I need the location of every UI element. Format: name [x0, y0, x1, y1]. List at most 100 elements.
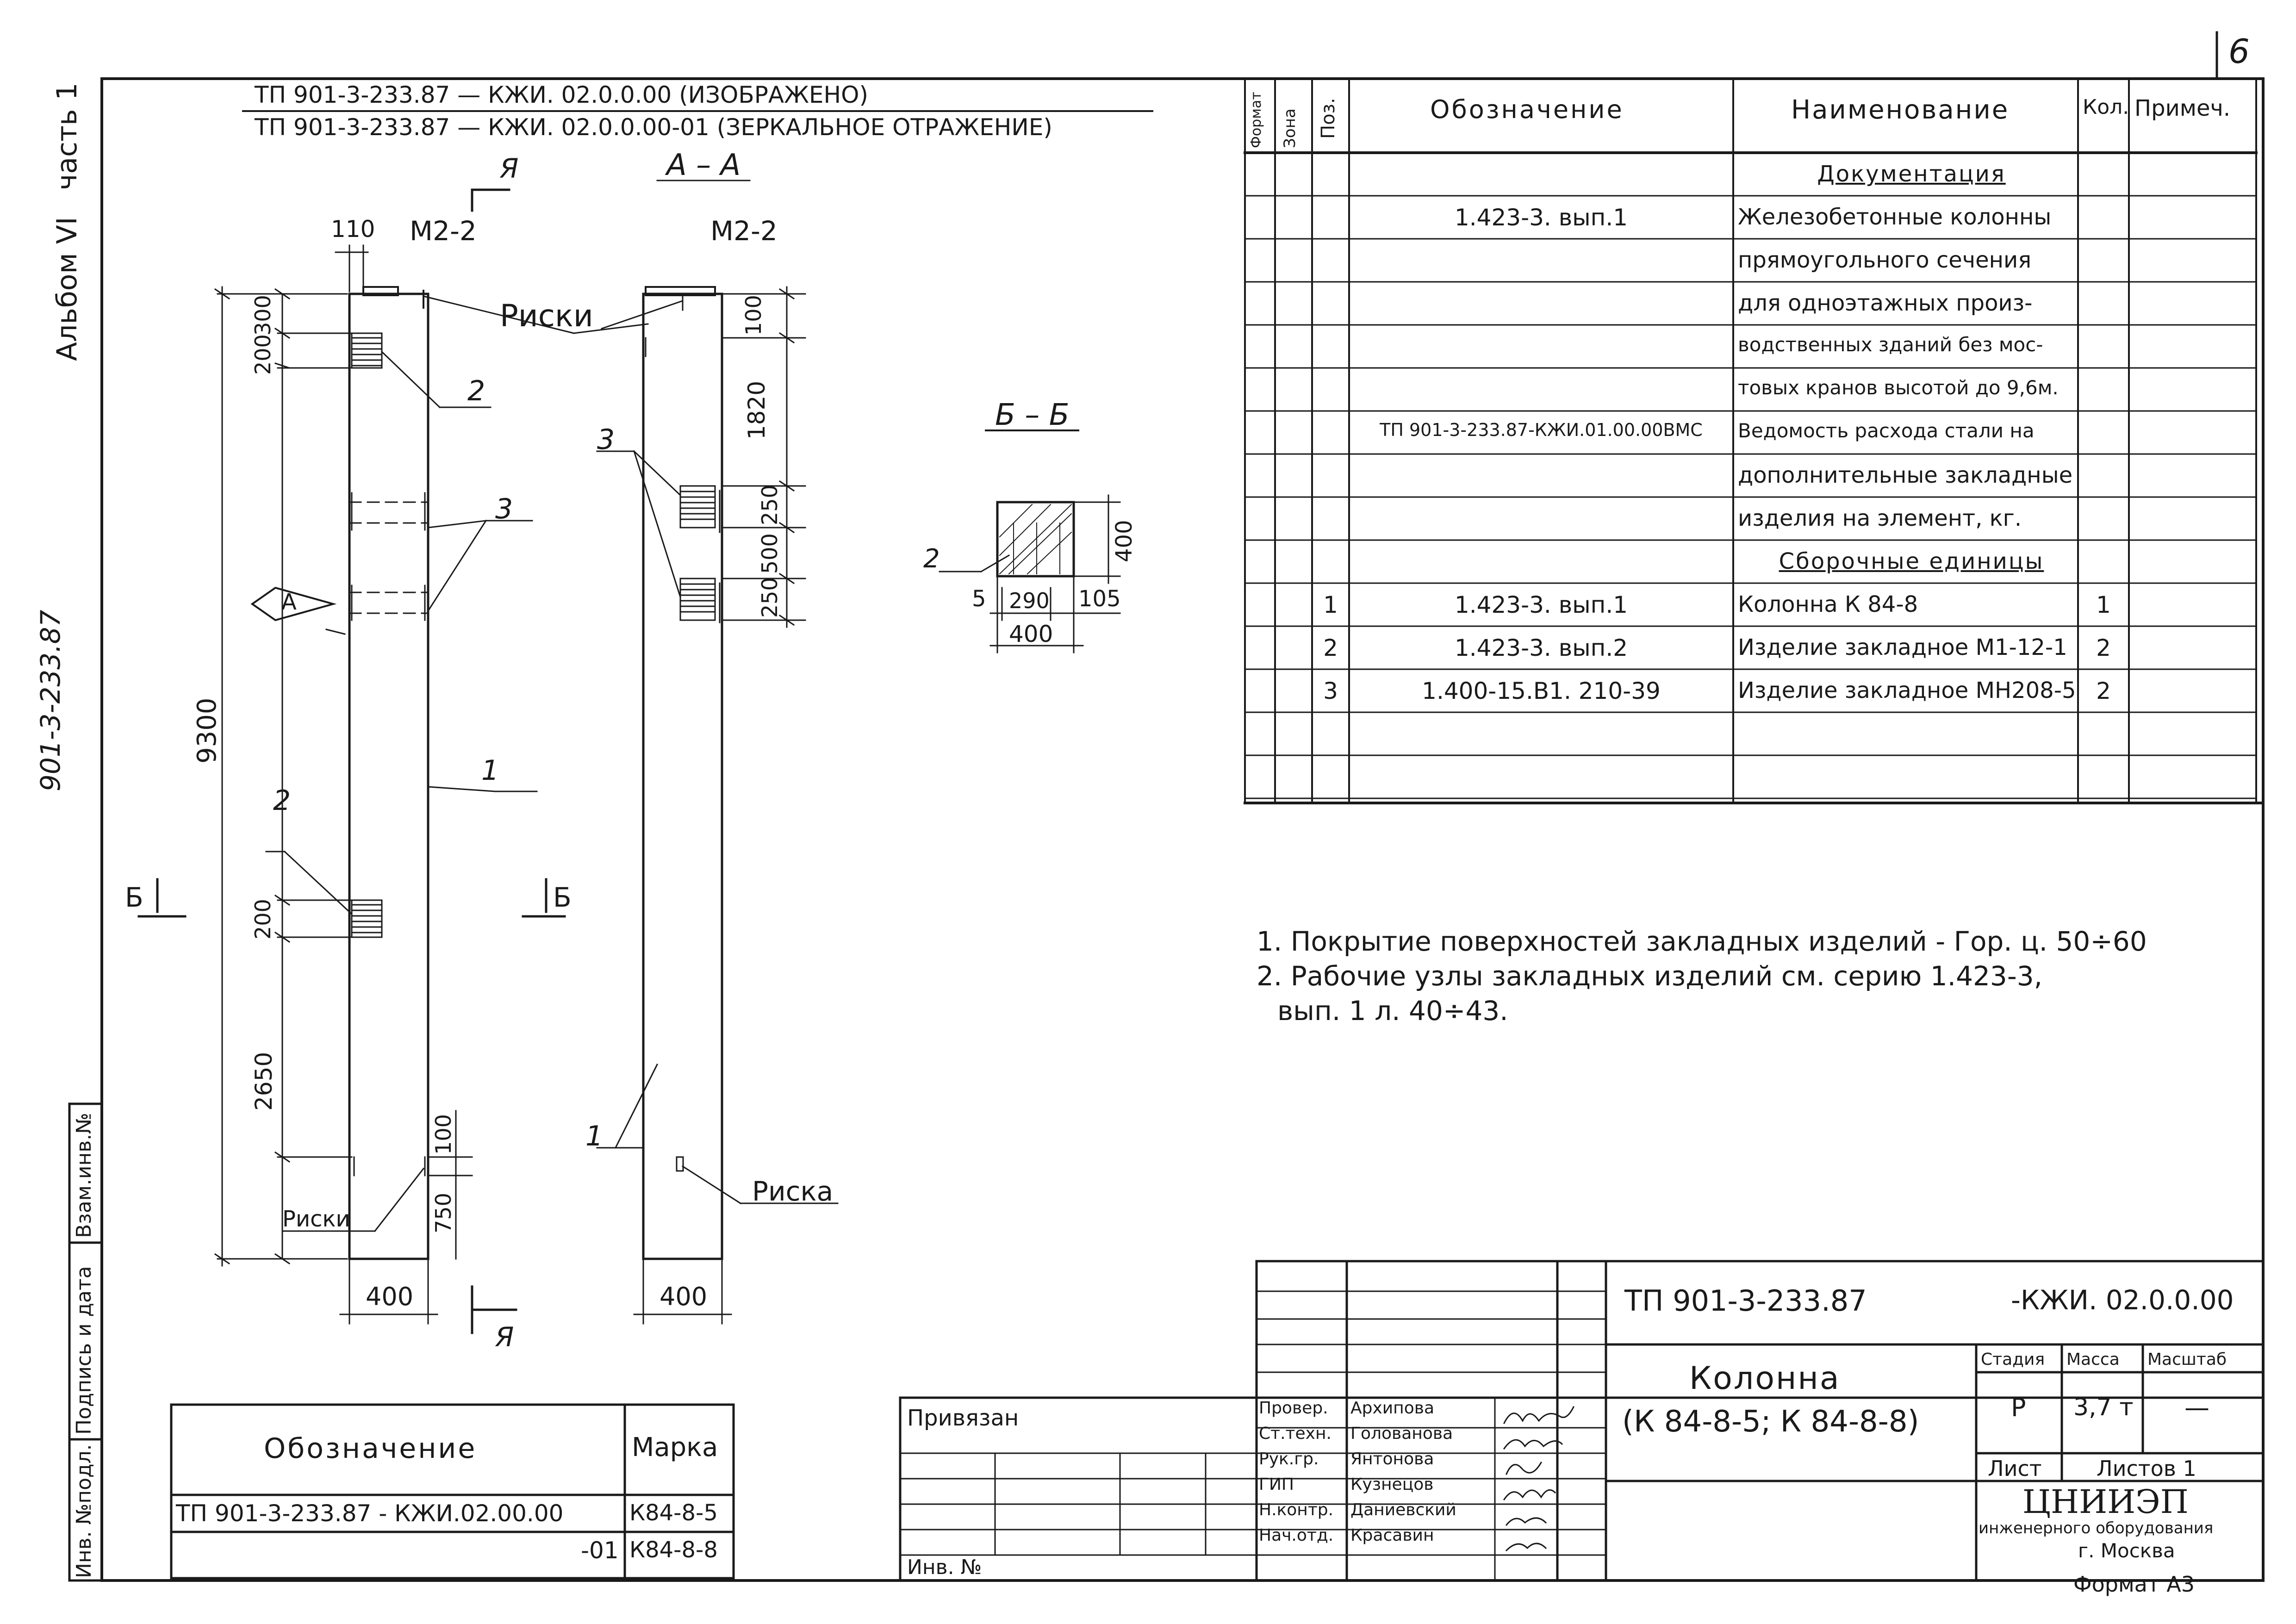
pos-1-right: 1: [585, 1120, 604, 1152]
dim-290: 290: [1009, 588, 1050, 613]
spec-cell-pos: 1: [1323, 591, 1338, 618]
dim-105: 105: [1078, 586, 1121, 612]
spec-cell-oboz: 1.423-3. вып.1: [1454, 204, 1628, 231]
spec-cell-name: Колонна К 84-8: [1738, 591, 1918, 617]
pos-1-left: 1: [481, 754, 499, 787]
spec-cell-name: Сборочные единицы: [1779, 548, 2044, 574]
pos-3-left: 3: [495, 493, 513, 525]
section-aa-label: А – А: [666, 148, 741, 182]
spec-cell-name: Изделие закладное М1-12-1: [1738, 635, 2067, 660]
tb-privyazan: Привязан: [907, 1405, 1019, 1431]
label-riski-top: Риски: [500, 298, 593, 334]
spec-cell-name: прямоугольного сечения: [1738, 247, 2032, 273]
spec-cell-kol: 2: [2096, 635, 2111, 661]
section-bb-pos2: 2: [923, 544, 940, 574]
dim-1820: 1820: [743, 380, 770, 440]
header-line-1: ТП 901-3-233.87 — КЖИ. 02.0.0.00 (ИЗОБРА…: [255, 81, 868, 108]
section-bb-label: Б – Б: [995, 398, 1070, 432]
section-mark-ya-top: Я: [500, 153, 519, 184]
spec-cell-name: для одноэтажных произ-: [1738, 290, 2033, 316]
tb-signer-name: Красавин: [1350, 1526, 1434, 1545]
tb-signer-role: Провер.: [1259, 1399, 1328, 1418]
dim-400-bb: 400: [1009, 621, 1053, 647]
dim-100-right: 100: [741, 295, 766, 336]
dim-9300: 9300: [192, 697, 222, 764]
side-col-vzam: Взам.инв.№: [72, 1113, 96, 1238]
dim-110: 110: [331, 216, 375, 243]
tb-signer-name: Янтонова: [1350, 1450, 1434, 1468]
label-riski-bottom: Риски: [282, 1206, 350, 1232]
tb-signer-role: Нач.отд.: [1259, 1526, 1334, 1545]
spec-cell-pos: 3: [1323, 678, 1338, 704]
spec-cell-name: дополнительные закладные: [1738, 462, 2073, 488]
dim-400-left: 400: [366, 1282, 414, 1311]
page-number: 6: [2228, 32, 2250, 71]
spec-cell-name: Изделие закладное МН208-5: [1738, 678, 2076, 703]
dim-200-bottom: 200: [250, 899, 275, 940]
tb-signer-name: Кузнецов: [1350, 1475, 1434, 1494]
spec-cell-name: Железобетонные колонны: [1738, 204, 2052, 230]
label-m22-left: М2-2: [410, 215, 477, 247]
dim-5: 5: [972, 586, 986, 612]
spec-cell-oboz: ТП 901-3-233.87-КЖИ.01.00.00ВМС: [1380, 420, 1703, 440]
spec-cell-pos: 2: [1323, 635, 1338, 661]
spec-header-pos: Поз.: [1318, 98, 1339, 139]
tb-doc-code-left: ТП 901-3-233.87: [1624, 1284, 1867, 1318]
pos-3-right: 3: [597, 423, 615, 456]
label-m22-right: М2-2: [710, 215, 778, 247]
dim-200-top: 200: [250, 334, 275, 375]
marks-header-mark: Марка: [632, 1432, 718, 1462]
tb-name-line-1: Колонна: [1689, 1360, 1841, 1397]
side-album-label: Альбом VI часть 1: [51, 82, 83, 361]
spec-cell-oboz: 1.400-15.В1. 210-39: [1422, 678, 1661, 704]
tb-sheets-label: Листов 1: [2097, 1456, 2196, 1481]
dim-250-bottom: 250: [757, 577, 782, 618]
tb-inv: Инв. №: [907, 1556, 982, 1579]
tb-signer-role: ГИП: [1259, 1475, 1294, 1494]
spec-header-name: Наименование: [1791, 95, 2010, 125]
tb-stage-label: Стадия: [1981, 1350, 2045, 1369]
pos-2-bottom: 2: [273, 784, 291, 817]
spec-header-note: Примеч.: [2134, 95, 2231, 121]
tb-name-line-2: (К 84-8-5; К 84-8-8): [1622, 1405, 1919, 1439]
pos-2-top: 2: [467, 375, 485, 407]
marks-row-1-mark: К84-8-5: [629, 1500, 718, 1526]
tb-signer-role: Рук.гр.: [1259, 1450, 1319, 1468]
spec-cell-oboz: 1.423-3. вып.1: [1454, 591, 1628, 618]
tb-signer-name: Голованова: [1350, 1424, 1453, 1443]
tb-signer-role: Ст.техн.: [1259, 1424, 1332, 1443]
tb-scale-label: Масштаб: [2147, 1350, 2227, 1369]
tb-signer-role: Н.контр.: [1259, 1500, 1334, 1519]
dim-2650: 2650: [250, 1052, 277, 1111]
marks-row-1-oboz: ТП 901-3-233.87 - КЖИ.02.00.00: [176, 1500, 564, 1527]
tb-mass: 3,7 т: [2073, 1394, 2134, 1421]
label-riska: Риска: [752, 1176, 834, 1207]
label-a: А: [281, 589, 297, 615]
spec-cell-oboz: 1.423-3. вып.2: [1454, 635, 1628, 661]
spec-header-zona: Зона: [1281, 108, 1299, 148]
marks-row-2-oboz: -01: [581, 1537, 619, 1564]
tb-signer-name: Даниевский: [1350, 1500, 1456, 1519]
tb-stage: Р: [2011, 1393, 2026, 1422]
spec-cell-kol: 1: [2096, 591, 2111, 618]
dim-400-bb-vertical: 400: [1111, 520, 1137, 562]
spec-header-oboz: Обозначение: [1430, 95, 1624, 124]
spec-cell-name: водственных зданий без мос-: [1738, 333, 2043, 356]
tb-org-line-3: г. Москва: [2078, 1539, 2175, 1562]
section-mark-b-right: Б: [553, 882, 572, 913]
tb-sheet-label: Лист: [1988, 1456, 2042, 1481]
note-3: вып. 1 л. 40÷43.: [1277, 995, 1508, 1027]
spec-cell-name: изделия на элемент, кг.: [1738, 505, 2022, 531]
dim-750: 750: [431, 1193, 456, 1233]
marks-row-2-mark: К84-8-8: [629, 1537, 718, 1563]
tb-mass-label: Масса: [2066, 1350, 2120, 1369]
section-mark-b-left: Б: [125, 882, 143, 913]
spec-header-format: Формат: [1248, 92, 1264, 148]
dim-250-top: 250: [757, 485, 782, 525]
side-col-inv: Инв. №подл.: [72, 1444, 96, 1578]
note-2: 2. Рабочие узлы закладных изделий см. се…: [1257, 960, 2043, 992]
side-part: часть 1: [51, 82, 83, 191]
header-line-2: ТП 901-3-233.87 — КЖИ. 02.0.0.00-01 (ЗЕР…: [255, 114, 1052, 141]
tb-scale: —: [2184, 1393, 2209, 1422]
